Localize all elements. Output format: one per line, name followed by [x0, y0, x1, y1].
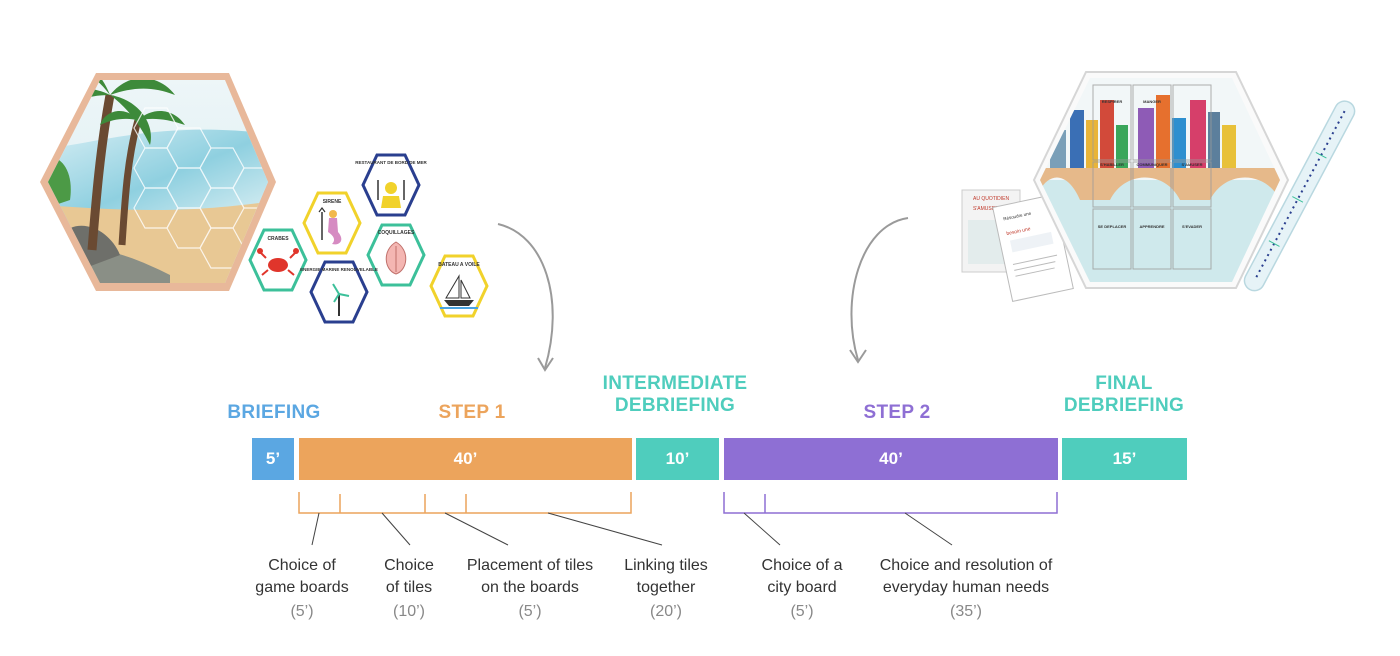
tile-coquillages: COQUILLAGES: [366, 223, 426, 287]
city-cell-label: SE DEPLACER: [1098, 224, 1127, 229]
phase-final-line1: FINAL: [1095, 373, 1153, 394]
substep-duration: (20’): [649, 603, 682, 620]
substep-choice-city-board: Choice of a city board (5’): [742, 555, 862, 623]
timeline-step2: 40’: [724, 438, 1058, 480]
substep-duration: (5’): [790, 603, 814, 620]
timeline-intermediate: 10’: [636, 438, 719, 480]
phase-final-label: FINAL DEBRIEFING: [1045, 373, 1203, 417]
cards-illustration: AU QUOTIDIEN S'AMUSER Résoudre une besoi…: [961, 189, 1074, 302]
chef-icon: [377, 180, 405, 208]
timeline-briefing: 5’: [252, 438, 294, 480]
phase-briefing-label: BRIEFING: [227, 402, 321, 423]
phase-step1-label: STEP 1: [438, 402, 506, 423]
substep-line2: city board: [767, 579, 837, 596]
tile-restaurant: RESTAURANT DE BORD DE MER: [355, 153, 427, 217]
timeline-final: 15’: [1062, 438, 1187, 480]
sailboat-icon: [440, 274, 478, 309]
step1-bracket: [298, 492, 632, 514]
substep-line1: Choice and resolution of: [879, 557, 1053, 574]
tile-label: ENERGIE MARINE RENOUVELABLE: [300, 267, 378, 272]
wind-turbine-icon: [332, 283, 350, 316]
mermaid-icon: [318, 207, 342, 245]
substep-line2: on the boards: [481, 579, 579, 596]
substep-duration: (10’): [392, 603, 425, 620]
substep-human-needs: Choice and resolution of everyday human …: [852, 555, 1080, 623]
phase-step2-label: STEP 2: [863, 402, 931, 423]
substep-line1: Choice of a: [761, 557, 843, 574]
tile-energie: ENERGIE MARINE RENOUVELABLE: [300, 260, 378, 324]
ruler-illustration: [1243, 100, 1356, 292]
svg-text:Résoudre une: Résoudre une: [1003, 211, 1032, 222]
city-cell-label: APPRENDRE: [1139, 224, 1164, 229]
substep-linking-tiles: Linking tiles together (20’): [606, 555, 726, 623]
step2-bracket: [723, 492, 1058, 514]
tile-label: RESTAURANT DE BORD DE MER: [355, 160, 427, 165]
svg-text:besoin une: besoin une: [1006, 226, 1031, 237]
substep-duration: (5’): [290, 603, 314, 620]
curved-arrow-icon: [849, 217, 909, 364]
timeline-step1: 40’: [299, 438, 632, 480]
shell-icon: [385, 241, 407, 275]
leader-lines: [311, 512, 953, 546]
substep-line1: Linking tiles: [624, 557, 708, 574]
substep-line1: Choice: [384, 557, 434, 574]
phase-intermediate-line2: DEBRIEFING: [614, 395, 736, 416]
substep-line2: together: [636, 579, 696, 596]
substep-line1: Choice of: [268, 557, 336, 574]
city-cell-label: S'EVADER: [1182, 224, 1202, 229]
tile-sirene: SIRENE: [302, 191, 362, 255]
beach-board-illustration: [40, 73, 276, 291]
phase-intermediate-line1: INTERMEDIATE: [602, 373, 748, 394]
city-cell-label: S'AMUSER: [1182, 162, 1203, 167]
substep-line2: everyday human needs: [882, 579, 1050, 596]
city-cell-label: MANGER: [1143, 99, 1161, 104]
svg-text:S'AMUSER: S'AMUSER: [973, 206, 999, 212]
city-cell-label: RESPIRER: [1102, 99, 1123, 104]
curved-arrow-icon: [497, 223, 554, 372]
tile-crabes: CRABES: [248, 228, 308, 292]
svg-text:AU QUOTIDIEN: AU QUOTIDIEN: [973, 196, 1010, 202]
city-cell-label: S'HABILLER: [1100, 162, 1124, 167]
crab-icon: [257, 248, 299, 276]
city-board-illustration: RESPIRER MANGER S'HABILLER COMMUNIQUER S…: [1032, 71, 1290, 289]
substep-duration: (35’): [949, 603, 982, 620]
substep-duration: (5’): [518, 603, 542, 620]
tile-label: CRABES: [267, 236, 289, 242]
substep-choice-tiles: Choice of tiles (10’): [362, 555, 456, 623]
tile-bateau: BATEAU A VOILE: [429, 254, 489, 318]
city-cell-label: COMMUNIQUER: [1136, 162, 1167, 167]
tile-label: BATEAU A VOILE: [438, 262, 480, 268]
substep-placement-tiles: Placement of tiles on the boards (5’): [444, 555, 616, 623]
substep-line2: of tiles: [385, 579, 433, 596]
substep-line1: Placement of tiles: [466, 557, 594, 574]
substep-choice-game-boards: Choice of game boards (5’): [232, 555, 372, 623]
tile-label: SIRENE: [323, 199, 342, 205]
phase-final-line2: DEBRIEFING: [1063, 395, 1185, 416]
tile-label: COQUILLAGES: [378, 230, 415, 236]
phase-intermediate-label: INTERMEDIATE DEBRIEFING: [580, 373, 770, 417]
substep-line2: game boards: [255, 579, 349, 596]
